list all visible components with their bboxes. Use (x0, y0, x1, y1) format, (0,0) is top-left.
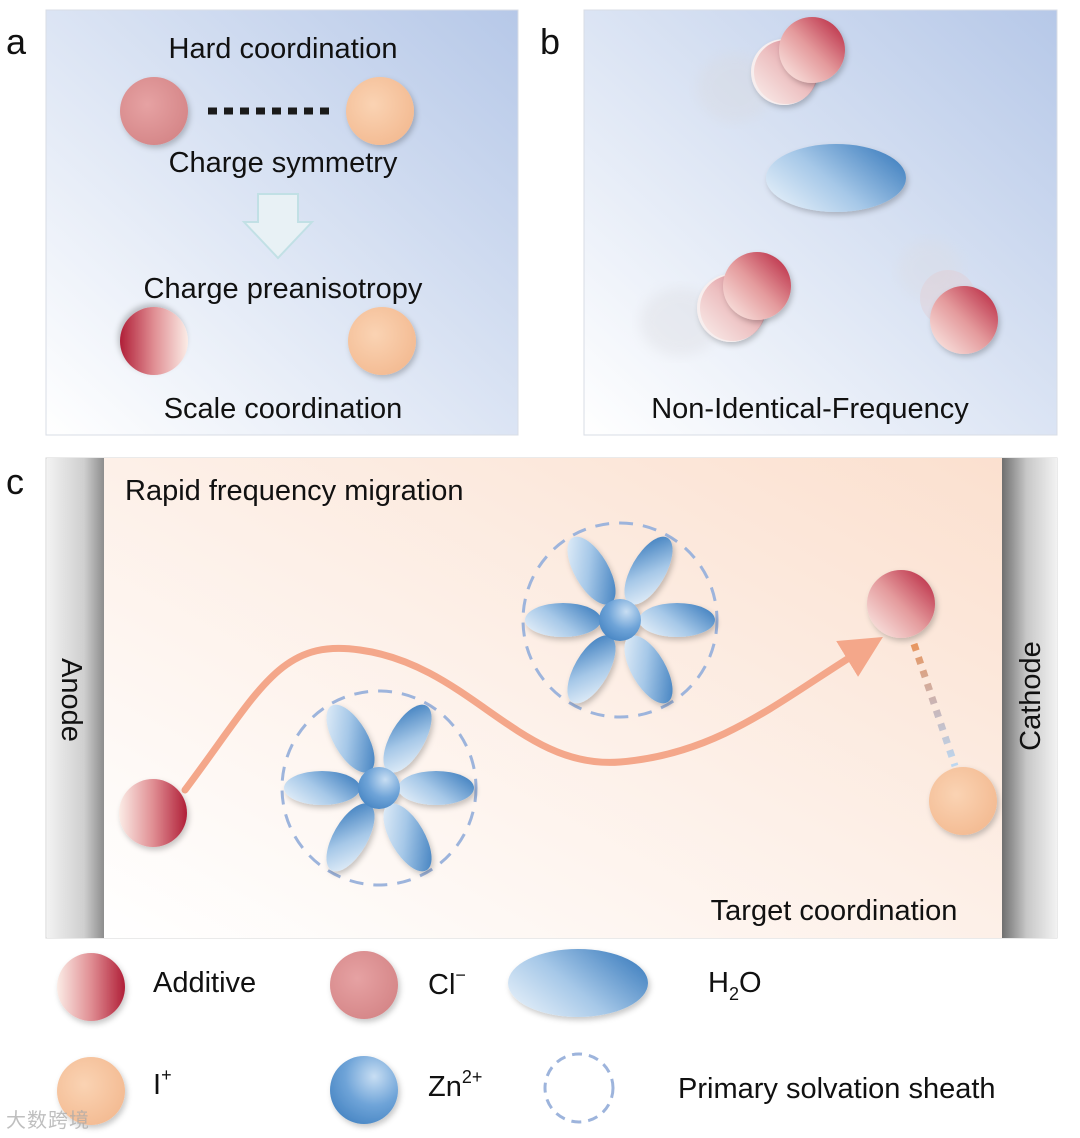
legend-additive-swatch (57, 953, 125, 1021)
additive-motion-group (697, 17, 845, 122)
cathode-electrode (1002, 458, 1057, 938)
additive-motion-group (640, 252, 791, 356)
non-identical-frequency-label: Non-Identical-Frequency (651, 393, 969, 425)
zn-solvation-sheath (521, 521, 719, 719)
legend-zn-swatch (330, 1056, 398, 1124)
additive-molecule (120, 307, 188, 375)
migration-path-arrow (181, 637, 883, 794)
hard-coordination-label: Hard coordination (169, 33, 398, 65)
panel-a-letter: a (6, 21, 27, 62)
iodine-cation (929, 767, 997, 835)
charge-preanisotropy-label: Charge preanisotropy (144, 273, 423, 305)
iodine-cation (346, 77, 414, 145)
additive-molecule (119, 779, 187, 847)
additive-molecule (867, 570, 935, 638)
legend-i-swatch (57, 1057, 125, 1125)
scale-coordination-label: Scale coordination (164, 393, 403, 425)
legend: Additive Cl− H2O I+ Zn2+ Primary solvati… (57, 949, 996, 1125)
legend-cl-swatch (330, 951, 398, 1019)
panel-c-letter: c (6, 461, 24, 502)
rapid-frequency-migration-label: Rapid frequency migration (125, 475, 464, 507)
legend-i-label: I+ (153, 1065, 172, 1101)
legend-zn-label: Zn2+ (428, 1067, 482, 1103)
cathode-label: Cathode (1015, 641, 1047, 751)
target-coordination-label: Target coordination (711, 895, 958, 927)
charge-symmetry-label: Charge symmetry (169, 147, 398, 179)
legend-sheath-label: Primary solvation sheath (678, 1073, 996, 1105)
watermark: 大数跨境 (6, 1108, 90, 1132)
anode-label: Anode (55, 658, 87, 742)
legend-h2o-swatch (508, 949, 648, 1017)
down-arrow-icon (241, 193, 315, 260)
legend-sheath-swatch (543, 1052, 615, 1124)
legend-h2o-label: H2O (708, 967, 762, 1004)
legend-additive-label: Additive (153, 967, 256, 999)
electrolyte-region (104, 458, 1002, 938)
additive-motion-group (898, 240, 998, 354)
zn-solvation-sheath (280, 689, 478, 887)
panel-b-letter: b (540, 21, 560, 62)
cl-ion (120, 77, 188, 145)
water-molecule (766, 144, 906, 212)
legend-cl-label: Cl− (428, 965, 466, 1001)
iodine-cation (348, 307, 416, 375)
anode-electrode (47, 458, 104, 938)
